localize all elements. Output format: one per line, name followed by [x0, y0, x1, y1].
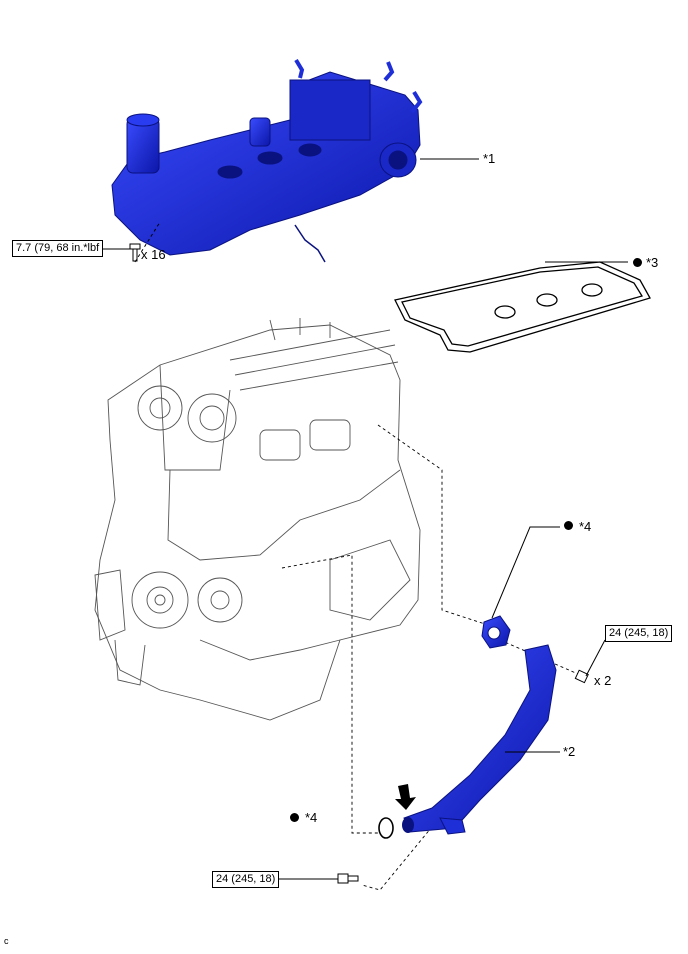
non-reusable-dot	[290, 813, 299, 822]
water-inlet-pipe	[402, 644, 557, 835]
o-ring	[378, 817, 394, 839]
non-reusable-dot	[564, 521, 573, 530]
callout-1: *1	[483, 151, 496, 166]
cover-bolt-torque: 7.7 (79, 68 in.*lbf	[12, 240, 104, 257]
outlet-bolt	[574, 669, 589, 684]
pipe-bolt	[337, 873, 359, 884]
callout-3: *3	[646, 255, 659, 270]
engine-assembly	[94, 318, 421, 721]
cylinder-head-cover	[111, 58, 423, 263]
callout-4-upper: *4	[579, 519, 592, 534]
outlet-bolt-quantity: x 2	[594, 673, 612, 688]
water-outlet-gasket	[481, 615, 511, 649]
outlet-bolt-torque: 24 (245, 18)	[605, 625, 673, 642]
corner-code: c	[4, 936, 9, 946]
callout-4-lower: *4	[305, 810, 318, 825]
non-reusable-dot	[633, 258, 642, 267]
pipe-bolt-torque: 24 (245, 18)	[212, 871, 280, 888]
cover-bolt	[129, 243, 141, 262]
callout-2: *2	[563, 744, 576, 759]
direction-arrow	[395, 784, 416, 810]
cover-bolt-quantity: x 16	[141, 247, 166, 262]
head-cover-gasket	[394, 261, 651, 353]
